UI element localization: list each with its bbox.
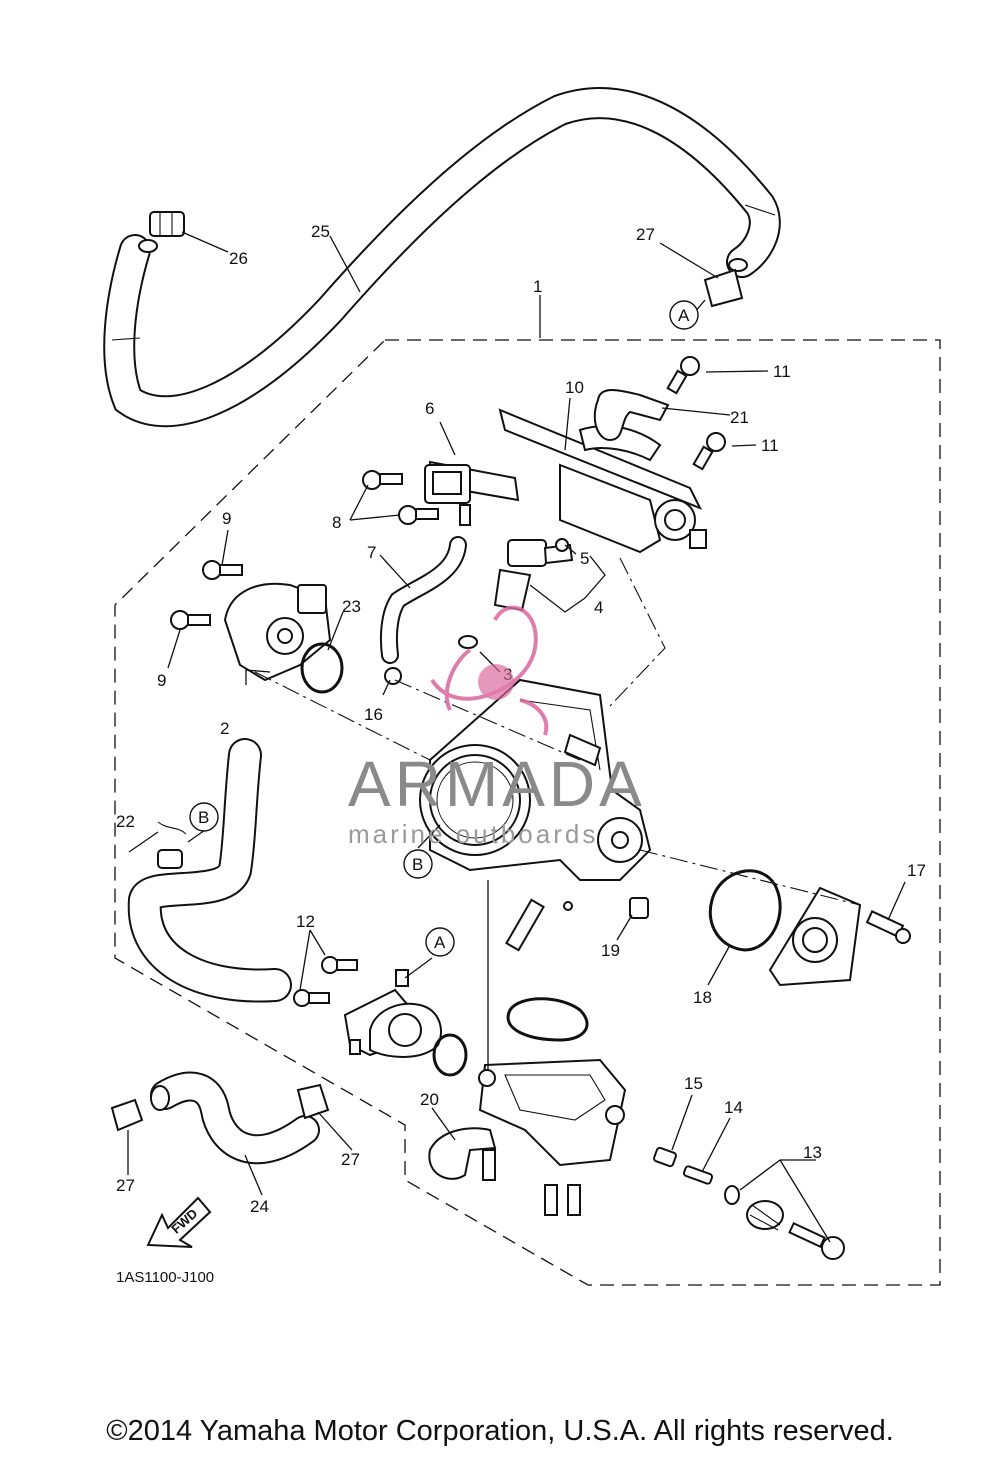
callout-9-a: 9: [222, 509, 231, 528]
screw-12-a: [321, 956, 358, 974]
watermark-subtitle: marine outboards: [348, 819, 598, 849]
screw-12-b: [293, 989, 330, 1007]
callout-15: 15: [684, 1074, 703, 1093]
clamp-27-left: [110, 1098, 144, 1132]
screw-8-b: [398, 505, 439, 525]
idle-valve-12: [343, 969, 442, 1058]
callout-25: 25: [311, 222, 330, 241]
sensor-6: [424, 460, 520, 526]
marker-a-top: A: [678, 306, 690, 325]
cap-19: [629, 897, 649, 919]
callout-14: 14: [724, 1098, 743, 1117]
callout-17: 17: [907, 861, 926, 880]
callout-16: 16: [364, 705, 383, 724]
callout-labels: 1 2 3 4 5 6 7 8 9 9 10 11 11 12 13 14 15…: [116, 222, 926, 1216]
callout-27-c: 27: [341, 1150, 360, 1169]
callout-11-b: 11: [761, 436, 779, 455]
callout-27-a: 27: [636, 225, 655, 244]
callout-13: 13: [803, 1143, 822, 1162]
callout-11-a: 11: [773, 362, 791, 381]
fwd-arrow: FWD: [146, 1196, 212, 1248]
callout-26: 26: [229, 249, 248, 268]
screw-17: [865, 910, 911, 944]
watermark: ARMADA marine outboards: [348, 605, 646, 849]
callout-21: 21: [730, 408, 749, 427]
callout-27-b: 27: [116, 1176, 135, 1195]
callout-22: 22: [116, 812, 135, 831]
callout-19: 19: [601, 941, 620, 960]
callout-20: 20: [420, 1090, 439, 1109]
callout-18: 18: [693, 988, 712, 1007]
o-ring-lower: [432, 1033, 468, 1077]
part-14: [682, 1165, 714, 1185]
screw-8-a: [362, 470, 403, 490]
watermark-title: ARMADA: [348, 748, 646, 820]
base-plate: [478, 1058, 627, 1167]
part-15: [653, 1146, 677, 1168]
hose-25: [103, 87, 781, 428]
screw-9-b: [170, 610, 211, 630]
screw-base-3: [567, 1184, 581, 1216]
callout-12: 12: [296, 912, 315, 931]
alignment-lines: [254, 557, 861, 906]
throttle-body: [419, 678, 652, 881]
bracket-21: [593, 389, 670, 442]
screw-13: [788, 1221, 845, 1260]
fuel-rail-10: [498, 408, 707, 554]
screw-9-a: [202, 560, 243, 580]
spring-13: [746, 1200, 784, 1231]
callout-10: 10: [565, 378, 584, 397]
screw-base-2: [544, 1184, 558, 1216]
copyright-notice: ©2014 Yamaha Motor Corporation, U.S.A. A…: [106, 1415, 894, 1447]
bolt: [505, 898, 573, 952]
callout-5: 5: [580, 549, 589, 568]
callout-24: 24: [250, 1197, 269, 1216]
washer-3: [458, 635, 478, 649]
callout-23: 23: [342, 597, 361, 616]
screw-11-b: [692, 432, 726, 471]
callout-4: 4: [594, 598, 603, 617]
nut-16: [384, 667, 402, 685]
callout-9-b: 9: [157, 671, 166, 690]
gasket-18: [708, 869, 782, 952]
clamp-26: [149, 211, 185, 237]
drawing-code: 1AS1100-J100: [116, 1269, 214, 1286]
hose-7: [380, 536, 467, 664]
assembly-boundary: [114, 339, 941, 1286]
screw-base-1: [482, 1149, 496, 1181]
marker-b-center: B: [412, 855, 423, 874]
hose-22-assembly: [127, 738, 292, 1003]
leader-lines: [127, 231, 906, 1243]
screw-11-a: [666, 356, 700, 395]
callout-6: 6: [425, 399, 434, 418]
clamp-27-top: [703, 268, 744, 308]
clamp-27-right: [296, 1083, 330, 1120]
throttle-sensor-2: [223, 582, 332, 682]
gasket-lower: [506, 997, 589, 1042]
injector-4: [493, 538, 574, 612]
watermark-logo: [430, 605, 549, 736]
washer-13: [724, 1185, 740, 1205]
o-ring-23: [300, 642, 344, 694]
reference-markers: A A B B: [189, 300, 699, 957]
clip-22: [157, 821, 187, 835]
callout-2: 2: [220, 719, 229, 738]
cover: [768, 886, 862, 987]
callout-7: 7: [367, 543, 376, 562]
hose-24: [150, 1071, 320, 1165]
callout-1: 1: [533, 277, 542, 296]
marker-b-left: B: [198, 808, 209, 827]
marker-a-lower: A: [434, 933, 446, 952]
callout-8: 8: [332, 513, 341, 532]
